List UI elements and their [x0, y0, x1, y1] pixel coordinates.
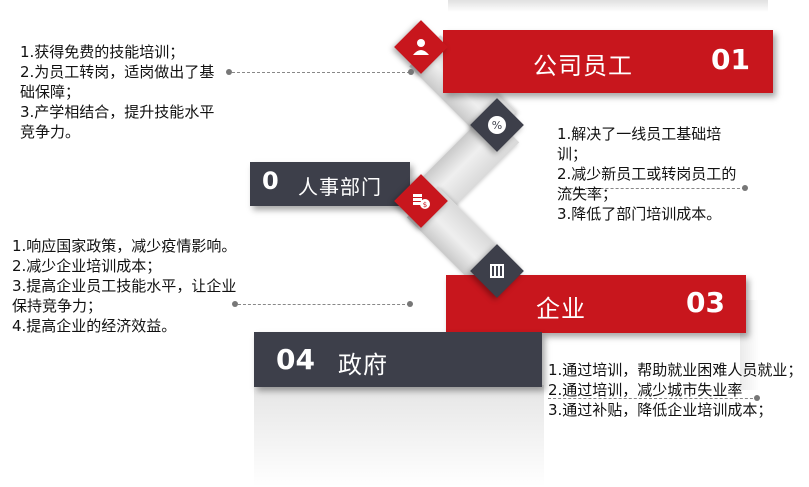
hr-note-1: 1.解决了一线员工基础培训；: [557, 125, 722, 163]
hr-banner: 0 人事部门: [250, 162, 410, 206]
government-title: 政府: [338, 351, 388, 379]
government-number: 04: [276, 343, 315, 376]
employee-connector-dot-end: [408, 69, 414, 75]
hr-note-3: 3.降低了部门培训成本。: [557, 205, 722, 223]
percent-icon: %: [478, 106, 516, 144]
government-note-3: 3.通过补贴，降低企业培训成本；: [548, 401, 773, 419]
hr-number: 0: [262, 167, 279, 195]
shadow-panel-top: [448, 0, 768, 12]
employee-note-3: 3.产学相结合，提升技能水平竞争力。: [20, 103, 215, 141]
government-notes: 1.通过培训，帮助就业困难人员就业； 2.通过培训，减少城市失业率 3.通过补贴…: [548, 360, 804, 420]
employee-connector-dot: [226, 69, 232, 75]
hr-title: 人事部门: [298, 175, 382, 199]
employee-banner: 公司员工 01: [443, 30, 773, 93]
enterprise-note-3: 3.提高企业员工技能水平，让企业保持竞争力；: [12, 277, 237, 315]
employee-connector: [232, 72, 410, 73]
building-icon: [478, 252, 516, 290]
enterprise-note-1: 1.响应国家政策，减少疫情影响。: [12, 237, 237, 255]
hr-connector-dot: [742, 185, 748, 191]
employee-title: 公司员工: [533, 52, 633, 80]
svg-text:%: %: [492, 119, 502, 132]
government-connector-dot: [754, 395, 760, 401]
hr-connector: [560, 188, 745, 189]
government-note-1: 1.通过培训，帮助就业困难人员就业；: [548, 361, 803, 379]
shadow-panel-bottom: [254, 385, 544, 487]
enterprise-connector-dot-end: [407, 301, 413, 307]
enterprise-connector-dot: [232, 301, 238, 307]
employee-notes: 1.获得免费的技能培训； 2.为员工转岗，适岗做出了基础保障； 3.产学相结合，…: [20, 42, 225, 142]
coins-icon: $: [402, 182, 440, 220]
enterprise-number: 03: [686, 286, 725, 319]
enterprise-note-2: 2.减少企业培训成本；: [12, 257, 162, 275]
employee-note-1: 1.获得免费的技能培训；: [20, 43, 185, 61]
enterprise-connector: [238, 304, 410, 305]
enterprise-title: 企业: [536, 295, 586, 323]
hr-notes: 1.解决了一线员工基础培训； 2.减少新员工或转岗员工的流失率； 3.降低了部门…: [557, 124, 737, 224]
employee-number: 01: [711, 43, 750, 76]
government-note-2: 2.通过培训，减少城市失业率: [548, 381, 743, 399]
employee-note-2: 2.为员工转岗，适岗做出了基础保障；: [20, 63, 215, 101]
person-icon: [402, 28, 440, 66]
government-banner: 04 政府: [254, 332, 542, 387]
government-connector: [548, 398, 758, 399]
hr-note-2: 2.减少新员工或转岗员工的流失率；: [557, 165, 737, 203]
enterprise-note-4: 4.提高企业的经济效益。: [12, 317, 177, 335]
enterprise-notes: 1.响应国家政策，减少疫情影响。 2.减少企业培训成本； 3.提高企业员工技能水…: [12, 236, 242, 336]
svg-text:$: $: [423, 201, 427, 209]
